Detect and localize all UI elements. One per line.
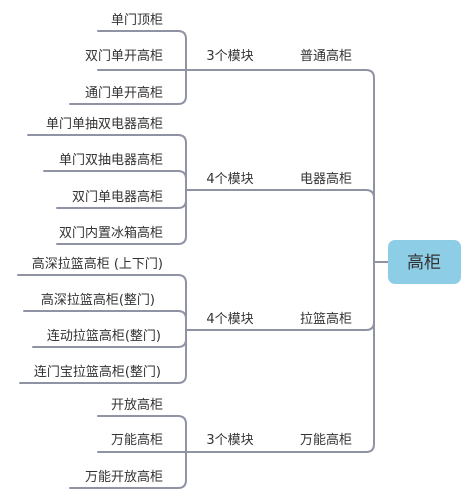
item-label[interactable]: 高深拉篮高柜 (上下门)	[32, 256, 163, 272]
connector-group-3-items	[17, 274, 187, 384]
root-node[interactable]: 高柜	[388, 240, 461, 284]
module-count-label: 4个模块	[206, 312, 253, 327]
item-label[interactable]: 连动拉篮高柜(整门)	[47, 328, 161, 344]
item-label[interactable]: 通门单开高柜	[85, 85, 163, 101]
item-label[interactable]: 双门单电器高柜	[72, 189, 163, 205]
item-label[interactable]: 连门宝拉篮高柜(整门)	[34, 364, 161, 380]
module-count-label: 4个模块	[206, 172, 253, 187]
connector-lines	[17, 30, 389, 489]
group-node-1[interactable]: 普通高柜	[300, 48, 352, 64]
connector-group-4-items	[69, 415, 187, 489]
connector-group-2-items	[27, 134, 187, 245]
connector-group-4	[295, 261, 375, 453]
connector-group-1	[295, 69, 375, 263]
item-label[interactable]: 双门单开高柜	[85, 48, 163, 64]
module-count-node-1[interactable]: 3个模块	[206, 49, 253, 64]
connector-group-1-items	[69, 30, 187, 105]
item-label[interactable]: 高深拉篮高柜(整门)	[41, 292, 155, 308]
module-count-node-3[interactable]: 4个模块	[206, 312, 253, 327]
group-node-4[interactable]: 万能高柜	[300, 432, 352, 448]
root-label: 高柜	[407, 253, 441, 273]
item-label[interactable]: 万能开放高柜	[85, 469, 163, 485]
item-label[interactable]: 双门内置冰箱高柜	[59, 225, 163, 241]
group-node-3[interactable]: 拉篮高柜	[300, 311, 352, 327]
item-label[interactable]: 单门单抽双电器高柜	[46, 116, 163, 132]
group-label: 普通高柜	[300, 48, 352, 64]
item-label[interactable]: 单门双抽电器高柜	[59, 152, 163, 168]
group-node-2[interactable]: 电器高柜	[300, 171, 352, 187]
connector-group-2	[295, 189, 375, 263]
item-label[interactable]: 万能高柜	[111, 432, 163, 448]
group-label: 电器高柜	[300, 171, 352, 187]
module-count-label: 3个模块	[206, 433, 253, 448]
item-label[interactable]: 单门顶柜	[111, 13, 163, 28]
group-label: 拉篮高柜	[300, 311, 352, 327]
module-count-node-2[interactable]: 4个模块	[206, 172, 253, 187]
module-count-label: 3个模块	[206, 49, 253, 64]
module-count-node-4[interactable]: 3个模块	[206, 433, 253, 448]
group-label: 万能高柜	[300, 432, 352, 448]
item-label[interactable]: 开放高柜	[111, 397, 163, 413]
